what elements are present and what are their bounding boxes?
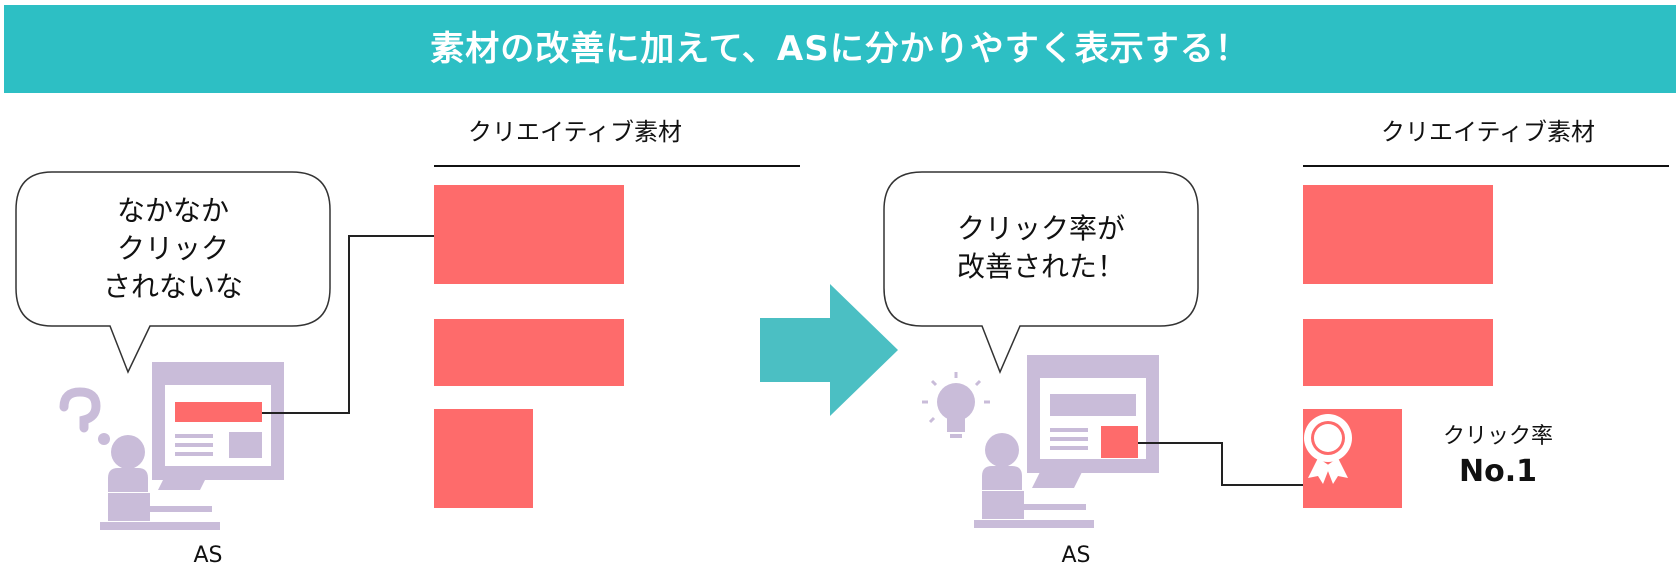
- before-person-label: AS: [193, 543, 223, 568]
- after-speech-bubble: [883, 171, 1199, 374]
- rank-label: クリック率: [1442, 424, 1553, 449]
- question-mark-icon: [59, 387, 110, 445]
- after-bubble-text: クリック率が 改善された！: [884, 210, 1198, 286]
- award-ribbon-icon: [1304, 414, 1352, 484]
- before-speech-bubble: [15, 171, 331, 374]
- before-heading-rule: [434, 165, 800, 167]
- title-banner: 素材の改善に加えて、ASに分かりやすく表示する！: [4, 5, 1676, 93]
- after-ad-slot: [1101, 426, 1138, 458]
- after-bubble-line-1: クリック率が: [956, 212, 1125, 245]
- before-creative-bar-1: [434, 185, 624, 284]
- lightbulb-icon: [922, 372, 990, 438]
- before-bubble-line-1: なかなか: [116, 194, 229, 227]
- before-creative-bar-2: [434, 319, 624, 386]
- after-creative-heading: クリエイティブ素材: [1380, 118, 1596, 146]
- before-creative-heading: クリエイティブ素材: [467, 118, 683, 146]
- before-bubble-line-2: クリック: [116, 232, 229, 265]
- before-person-illustration: [59, 362, 284, 530]
- after-person-label: AS: [1061, 543, 1091, 568]
- after-person-illustration: [922, 355, 1159, 528]
- before-connector-line: [262, 235, 434, 414]
- before-bubble-text: なかなか クリック されないな: [16, 192, 330, 306]
- before-creative-bar-3: [434, 409, 533, 508]
- after-connector-line: [1138, 442, 1303, 486]
- after-creative-bar-2: [1303, 319, 1493, 386]
- after-bubble-line-2: 改善された！: [956, 250, 1125, 283]
- before-bubble-line-3: されないな: [102, 270, 243, 303]
- after-heading-rule: [1303, 165, 1669, 167]
- banner-title: 素材の改善に加えて、ASに分かりやすく表示する！: [430, 29, 1250, 69]
- arrow-right-icon: [760, 284, 898, 416]
- before-ad-slot: [175, 402, 262, 422]
- after-creative-bar-1: [1303, 185, 1493, 284]
- rank-value: No.1: [1459, 454, 1537, 489]
